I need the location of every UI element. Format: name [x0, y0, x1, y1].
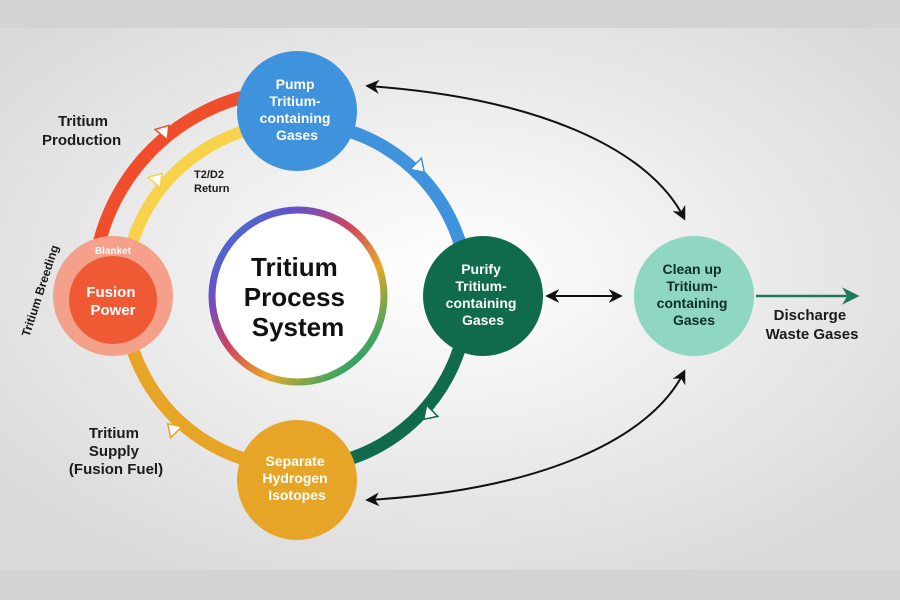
- node-separate-label: Separate Hydrogen Isotopes: [262, 453, 331, 503]
- ring-arrow-icon: [153, 124, 170, 142]
- diagram-title: Tritium Process System: [244, 252, 352, 342]
- node-purify: Purify Tritium- containing Gases: [423, 236, 543, 356]
- ring-arc-yellow: [123, 338, 266, 471]
- node-pump-label: Pump Tritium- containing Gases: [260, 76, 335, 143]
- node-separate-circle: [237, 420, 357, 540]
- label-tritium-supply: Tritium Supply (Fusion Fuel): [69, 425, 163, 478]
- label-discharge: Discharge Waste Gases: [766, 307, 859, 343]
- node-fusion: Blanket Fusion Power: [53, 236, 173, 356]
- label-tritium-production: Tritium Production: [42, 113, 121, 149]
- node-separate: Separate Hydrogen Isotopes: [237, 420, 357, 540]
- node-cleanup-circle: [634, 236, 754, 356]
- node-purify-label: Purify Tritium- containing Gases: [446, 261, 521, 328]
- title-ring: [208, 206, 388, 386]
- node-cleanup-label: Clean up Tritium- containing Gases: [657, 261, 732, 328]
- blanket-label: Blanket: [95, 246, 132, 257]
- connector-separate-cleanup: [365, 369, 686, 507]
- ring-arrow-icon: [166, 422, 184, 440]
- node-cleanup: Clean up Tritium- containing Gases: [634, 236, 754, 356]
- ring-arc-red: [89, 86, 264, 260]
- node-pump-circle: [237, 51, 357, 171]
- node-fusion-circle: [69, 256, 157, 344]
- connector-pump-cleanup: [365, 79, 686, 221]
- node-fusion-label: Fusion Power: [86, 284, 139, 319]
- ring-arc-inner-yellow: [124, 120, 266, 252]
- ring-arrow-icon: [146, 172, 163, 190]
- node-purify-circle: [423, 236, 543, 356]
- node-pump: Pump Tritium- containing Gases: [237, 51, 357, 171]
- label-t2d2-return: T2/D2 Return: [194, 169, 230, 195]
